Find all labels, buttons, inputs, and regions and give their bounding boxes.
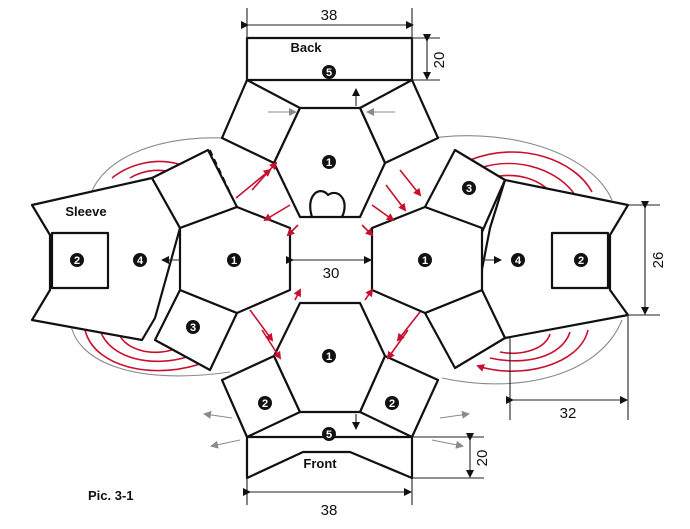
red-arrows xyxy=(235,161,422,360)
svg-text:5: 5 xyxy=(326,67,332,79)
guide-curves xyxy=(69,135,623,449)
dim-back-width: 38 xyxy=(321,7,338,24)
svg-text:4: 4 xyxy=(137,255,144,267)
marker-hex-bottom-1: 1 xyxy=(322,349,336,363)
dimension-lines xyxy=(241,8,660,505)
dim-sleeve-width: 32 xyxy=(560,405,577,422)
dim-center-width: 30 xyxy=(323,265,340,282)
svg-text:2: 2 xyxy=(262,398,268,410)
marker-right-sleeve-2: 2 xyxy=(574,253,588,267)
label-sleeve: Sleeve xyxy=(65,204,106,219)
piece-markers: 5 1 3 1 1 2 4 4 2 3 1 2 2 5 xyxy=(70,65,588,441)
dim-back-height: 20 xyxy=(431,52,448,69)
marker-hex-top-1: 1 xyxy=(322,155,336,169)
marker-flap-right-2: 2 xyxy=(385,396,399,410)
svg-text:4: 4 xyxy=(515,255,522,267)
right-sleeve-square xyxy=(550,231,610,290)
marker-back-5: 5 xyxy=(322,65,336,79)
svg-text:1: 1 xyxy=(326,157,332,169)
black-arrows xyxy=(161,88,502,430)
marker-left-sleeve-4: 4 xyxy=(133,253,147,267)
marker-hex-right-1: 1 xyxy=(418,253,432,267)
svg-text:2: 2 xyxy=(389,398,395,410)
svg-text:1: 1 xyxy=(231,255,237,267)
svg-text:3: 3 xyxy=(466,183,472,195)
dim-front-width: 38 xyxy=(321,502,338,519)
marker-right-sleeve-4: 4 xyxy=(511,253,525,267)
marker-front-5: 5 xyxy=(322,427,336,441)
marker-flap-left-2: 2 xyxy=(258,396,272,410)
svg-text:1: 1 xyxy=(422,255,428,267)
svg-text:1: 1 xyxy=(326,351,332,363)
dim-sleeve-height: 26 xyxy=(650,252,667,269)
marker-gusset-left-3: 3 xyxy=(186,320,200,334)
hanging-loop xyxy=(309,190,346,218)
label-front: Front xyxy=(303,456,337,471)
left-sleeve xyxy=(30,176,182,342)
svg-text:2: 2 xyxy=(578,255,584,267)
svg-text:3: 3 xyxy=(190,322,196,334)
label-back: Back xyxy=(290,40,322,55)
left-sleeve-square xyxy=(50,231,110,290)
marker-hex-left-1: 1 xyxy=(227,253,241,267)
marker-left-sleeve-2: 2 xyxy=(70,253,84,267)
figure-caption: Pic. 3-1 xyxy=(88,488,134,503)
svg-text:2: 2 xyxy=(74,255,80,267)
svg-text:5: 5 xyxy=(326,429,332,441)
marker-gusset-right-3: 3 xyxy=(462,181,476,195)
dim-front-height: 20 xyxy=(474,450,491,467)
